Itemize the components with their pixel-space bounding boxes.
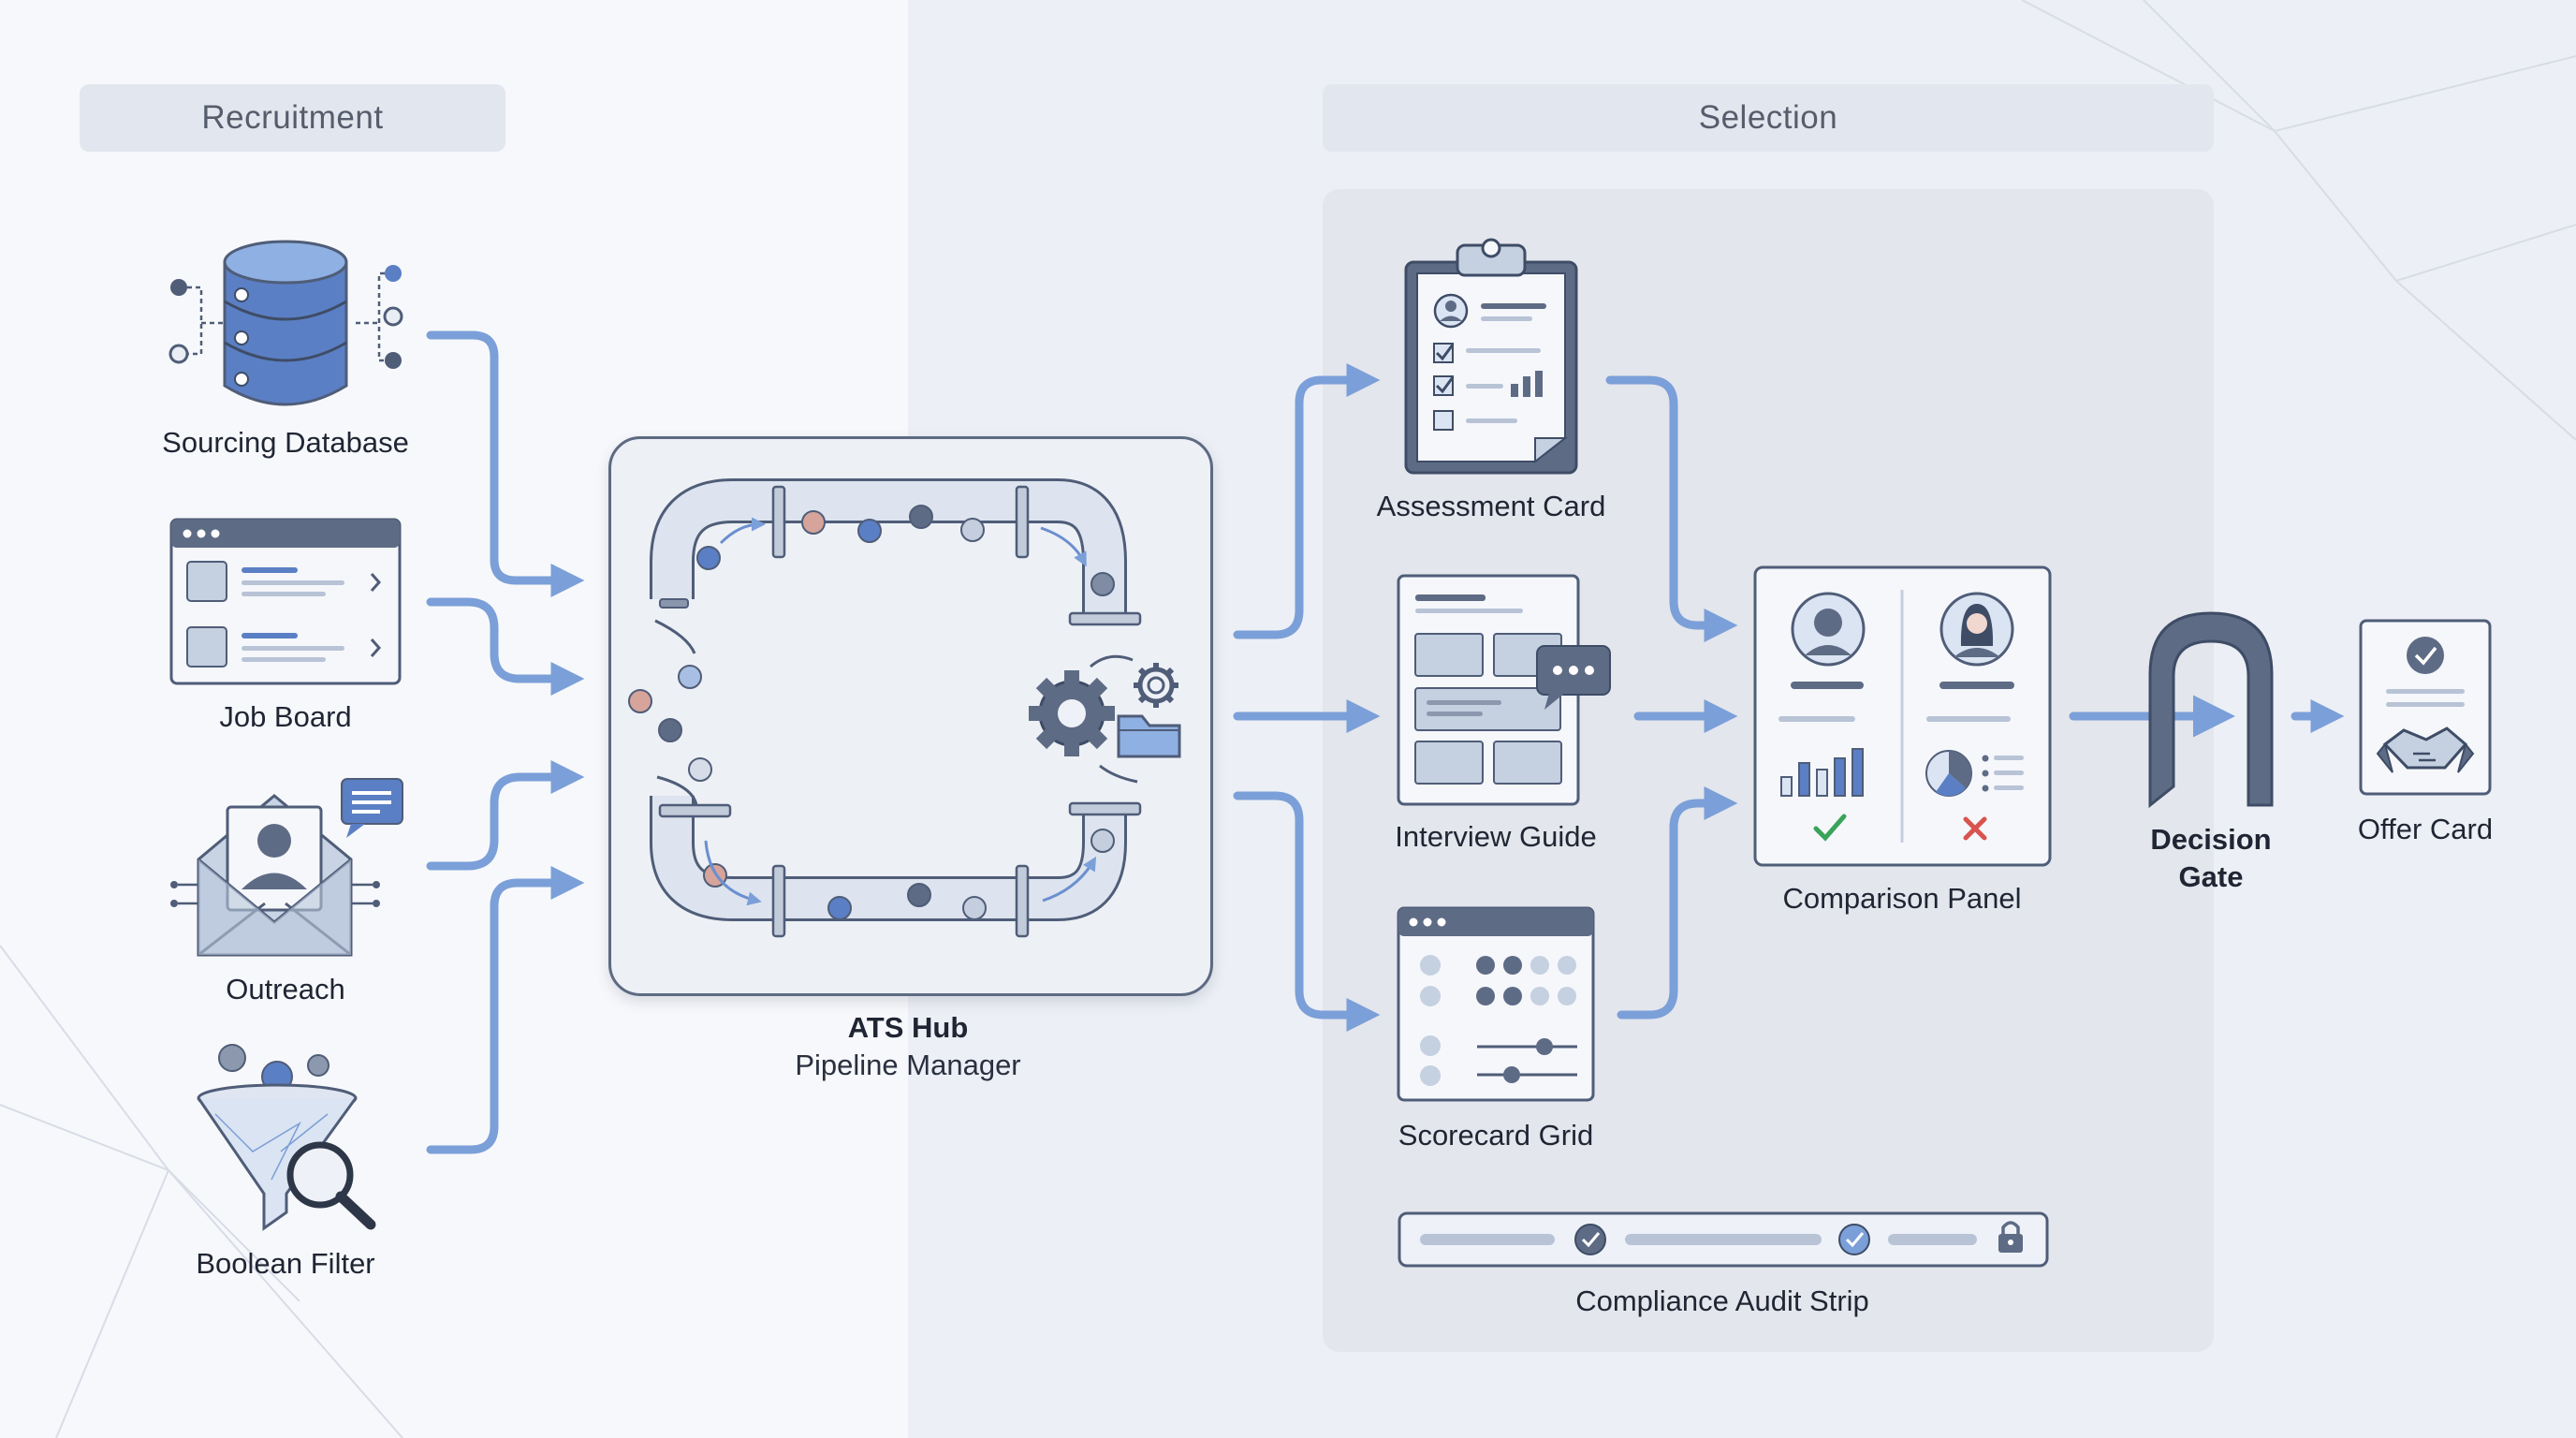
arrow-hub-to-assessment — [1233, 363, 1381, 639]
label-comparison-panel: Comparison Panel — [1782, 882, 2022, 915]
label-ats-hub-title: ATS Hub — [847, 1011, 969, 1044]
arrow-outreach-to-hub — [426, 760, 585, 871]
handshake-document-icon — [2359, 619, 2492, 796]
label-boolean-filter: Boolean Filter — [196, 1247, 375, 1280]
pipeline-gear-icon — [628, 478, 1181, 938]
document-chat-icon — [1397, 574, 1611, 806]
arrow-sourcing-to-hub — [426, 330, 585, 597]
label-outreach: Outreach — [226, 973, 345, 1005]
browser-list-icon — [169, 518, 402, 685]
grid-slider-icon — [1397, 906, 1595, 1102]
label-interview-guide: Interview Guide — [1395, 820, 1597, 853]
label-decision-gate-line1: Decision — [2150, 823, 2272, 856]
arrow-scorecard-to-comparison — [1617, 786, 1738, 1020]
arrow-boolean-to-hub — [426, 866, 585, 1154]
label-assessment-card: Assessment Card — [1376, 490, 1606, 522]
arrow-jobboard-to-hub — [426, 597, 585, 696]
section-tab-selection: Selection — [1323, 84, 2214, 152]
funnel-search-icon — [197, 1044, 376, 1231]
label-offer-card: Offer Card — [2357, 813, 2494, 845]
two-profiles-icon — [1753, 565, 2052, 867]
label-scorecard-grid: Scorecard Grid — [1398, 1119, 1594, 1152]
arrow-assessment-to-comparison — [1605, 375, 1738, 642]
label-compliance-audit-strip: Compliance Audit Strip — [1575, 1284, 1869, 1317]
section-tab-recruitment: Recruitment — [80, 84, 505, 152]
label-ats-hub-subtitle: Pipeline Manager — [795, 1049, 1021, 1081]
envelope-user-icon — [170, 778, 403, 957]
arrow-hub-to-scorecard — [1233, 791, 1381, 1032]
clipboard-checklist-icon — [1404, 238, 1578, 475]
section-title-recruitment: Recruitment — [201, 99, 384, 136]
progress-lock-icon — [1398, 1211, 2049, 1268]
label-job-board: Job Board — [219, 700, 352, 733]
arch-gate-icon — [2148, 611, 2274, 809]
label-decision-gate-line2: Gate — [2178, 860, 2244, 893]
label-sourcing-database: Sourcing Database — [162, 426, 409, 459]
section-title-selection: Selection — [1698, 99, 1838, 136]
database-icon — [168, 240, 403, 406]
